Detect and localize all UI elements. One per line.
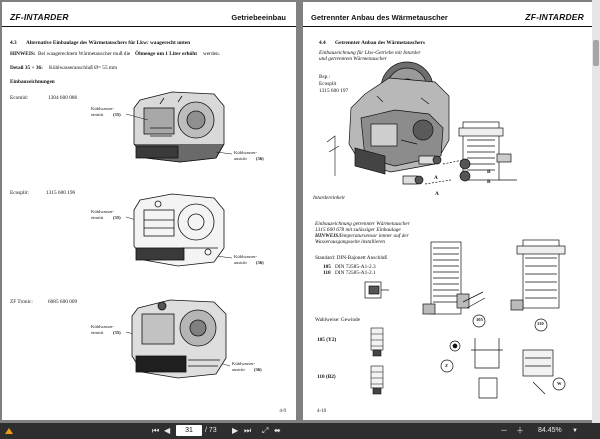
coolant-inlet-label: Kühlwasser- bbox=[91, 324, 115, 329]
connection-label-a: A bbox=[435, 191, 439, 197]
coolant-outlet-number: (36) bbox=[256, 156, 264, 161]
coolant-inlet-label: eintritt bbox=[91, 330, 104, 335]
page-right: Getrennter Anbau des Wärmetauscher ZF-IN… bbox=[303, 2, 592, 420]
coolant-outlet-label: Kühlwasser- bbox=[232, 361, 256, 366]
option-105-label: 105 (Y2) bbox=[317, 337, 337, 343]
variant-label: ZF Tronic: bbox=[10, 299, 33, 305]
variant-label: Ecosplit: bbox=[10, 190, 29, 196]
header-title: Getriebeeinbau bbox=[231, 13, 286, 22]
coolant-outlet-number: (36) bbox=[254, 367, 262, 372]
document-viewport[interactable]: ZF-INTARDER Getriebeeinbau 4.3 Alternati… bbox=[0, 0, 600, 423]
coolant-inlet-label: eintritt bbox=[91, 215, 104, 220]
item-105-label: 105 bbox=[476, 317, 483, 322]
detail-text: Kühlwasseranschluß Ø= 55 mm bbox=[49, 65, 118, 71]
detail-label: Detail 35 + 36: bbox=[10, 65, 43, 71]
zoom-level[interactable]: 84.45% bbox=[538, 427, 562, 434]
app-logo-icon bbox=[5, 428, 13, 434]
din-105-number: 105 bbox=[323, 264, 331, 270]
transmission-drawing-ecosplit bbox=[133, 193, 225, 267]
part-number: 6085 600 009 bbox=[48, 299, 78, 305]
page-header: Getrennter Anbau des Wärmetauscher ZF-IN… bbox=[303, 12, 592, 27]
zf-intarder-logo: ZF-INTARDER bbox=[10, 12, 69, 22]
figure-caption: 1315 600 678 mit zulässiger Einbaulage bbox=[315, 227, 401, 233]
header-title: Getrennter Anbau des Wärmetauscher bbox=[311, 13, 448, 22]
transmission-drawing-zf-tronic bbox=[131, 299, 227, 379]
coolant-inlet-label: eintritt bbox=[91, 112, 104, 117]
previous-page-icon[interactable]: ◀ bbox=[164, 426, 171, 435]
coolant-outlet-label: Kühlwasser- bbox=[234, 254, 258, 259]
din-110-number: 110 bbox=[323, 270, 331, 276]
coolant-inlet-number: (35) bbox=[113, 112, 121, 117]
transmission-drawing-ecomid bbox=[133, 91, 225, 163]
coolant-inlet-number: (35) bbox=[113, 215, 121, 220]
coolant-outlet-label: austritt bbox=[234, 156, 247, 161]
optional-thread-label: Wahlweise: Gewinde bbox=[315, 317, 361, 323]
part-number: 1304 600 086 bbox=[48, 95, 78, 101]
section-number: 4.4 bbox=[319, 40, 326, 46]
intarder-unit-drawing bbox=[326, 61, 450, 176]
coolant-outlet-label: Kühlwasser- bbox=[234, 150, 258, 155]
zoom-in-icon[interactable]: ＋ bbox=[516, 426, 524, 435]
zf-intarder-logo: ZF-INTARDER bbox=[525, 12, 584, 22]
zoom-out-icon[interactable]: － bbox=[500, 426, 508, 435]
figure-caption: Wasserausgangsseite installieren bbox=[315, 239, 386, 245]
viewer-toolbar: ⏮ ◀ 31 / 73 ▶ ⏭ ⤢ ⬌ － ＋ 84.45% ▼ bbox=[0, 423, 600, 439]
section-title: Getrennter Anbau des Wärmetauschers bbox=[335, 40, 425, 46]
scrollbar-thumb[interactable] bbox=[593, 40, 599, 66]
mounting-position-drawings bbox=[422, 239, 566, 399]
fit-page-icon[interactable]: ⤢ bbox=[262, 426, 269, 435]
hinweis-bold: Ölmenge um 1 Liter erhöht bbox=[135, 51, 197, 57]
variant-label: Ecomid: bbox=[10, 95, 28, 101]
zoom-dropdown-icon[interactable]: ▼ bbox=[572, 428, 578, 434]
coolant-inlet-label: Kühlwasser- bbox=[91, 106, 115, 111]
detail-w-label: W bbox=[557, 381, 562, 386]
coolant-outlet-label: austritt bbox=[232, 367, 245, 372]
example-label: Bsp.: bbox=[319, 74, 331, 80]
standard-connection-label: Standard: DIN-Bajonett Anschluß bbox=[315, 255, 388, 261]
option-110-label: 110 (B2) bbox=[317, 374, 336, 380]
intarder-unit-label: Intardereinheit bbox=[313, 195, 345, 201]
figure-caption: Temperatursensor immer auf der bbox=[339, 233, 409, 239]
item-110-label: 110 bbox=[537, 321, 544, 326]
page-number: 4-10 bbox=[317, 409, 327, 414]
coolant-outlet-number: (36) bbox=[256, 260, 264, 265]
vertical-scrollbar[interactable] bbox=[592, 0, 600, 423]
hinweis-text: Bei waagerechtem Wärmetauscher muß die bbox=[38, 51, 131, 57]
detail-z-label: Z bbox=[445, 363, 449, 368]
din-105-text: DIN 72585-A1-2.3 bbox=[335, 264, 376, 270]
heat-exchanger-drawing bbox=[458, 121, 517, 182]
page-left: ZF-INTARDER Getriebeeinbau 4.3 Alternati… bbox=[2, 2, 296, 420]
part-number: 1315 600 196 bbox=[46, 190, 76, 196]
section-number: 4.3 bbox=[10, 40, 17, 46]
figure-caption: Einbauzeichnung für Lkw-Getriebe mit Int… bbox=[319, 50, 421, 56]
thread-connector-drawings bbox=[370, 327, 384, 395]
last-page-icon[interactable]: ⏭ bbox=[244, 426, 252, 435]
first-page-icon[interactable]: ⏮ bbox=[152, 426, 160, 435]
page-total: / 73 bbox=[205, 427, 217, 434]
din-110-text: DIN 72585-A1-2.1 bbox=[335, 270, 376, 276]
connection-label-b: B bbox=[487, 169, 491, 175]
drawings-title: Einbauzeichnungen bbox=[10, 79, 55, 85]
coolant-outlet-label: austritt bbox=[234, 260, 247, 265]
connection-label-a: A bbox=[434, 175, 438, 181]
page-number: 4-9 bbox=[279, 409, 286, 414]
page-header: ZF-INTARDER Getriebeeinbau bbox=[2, 12, 296, 27]
example-part-number: 1315 600 197 bbox=[319, 88, 349, 94]
example-variant: Ecosplit bbox=[319, 81, 337, 87]
next-page-icon[interactable]: ▶ bbox=[232, 426, 239, 435]
bayonet-connector-drawing bbox=[364, 281, 389, 299]
figure-caption: HINWEIS: bbox=[315, 233, 341, 239]
figure-caption: und getrenntem Wärmetauscher bbox=[319, 56, 387, 62]
figure-caption: Einbauzeichnung getrennter Wärmetauscher bbox=[315, 221, 410, 227]
connection-label-b: B bbox=[487, 179, 491, 185]
coolant-inlet-number: (35) bbox=[113, 330, 121, 335]
hinweis-end: werden. bbox=[203, 51, 220, 57]
coolant-inlet-label: Kühlwasser- bbox=[91, 209, 115, 214]
fit-width-icon[interactable]: ⬌ bbox=[274, 426, 281, 435]
current-page: 31 bbox=[185, 427, 193, 434]
page-number-input[interactable]: 31 bbox=[176, 425, 202, 436]
hinweis-label: HINWEIS: bbox=[10, 51, 36, 57]
section-title: Alternative Einbaulage des Wärmetauscher… bbox=[26, 40, 191, 46]
